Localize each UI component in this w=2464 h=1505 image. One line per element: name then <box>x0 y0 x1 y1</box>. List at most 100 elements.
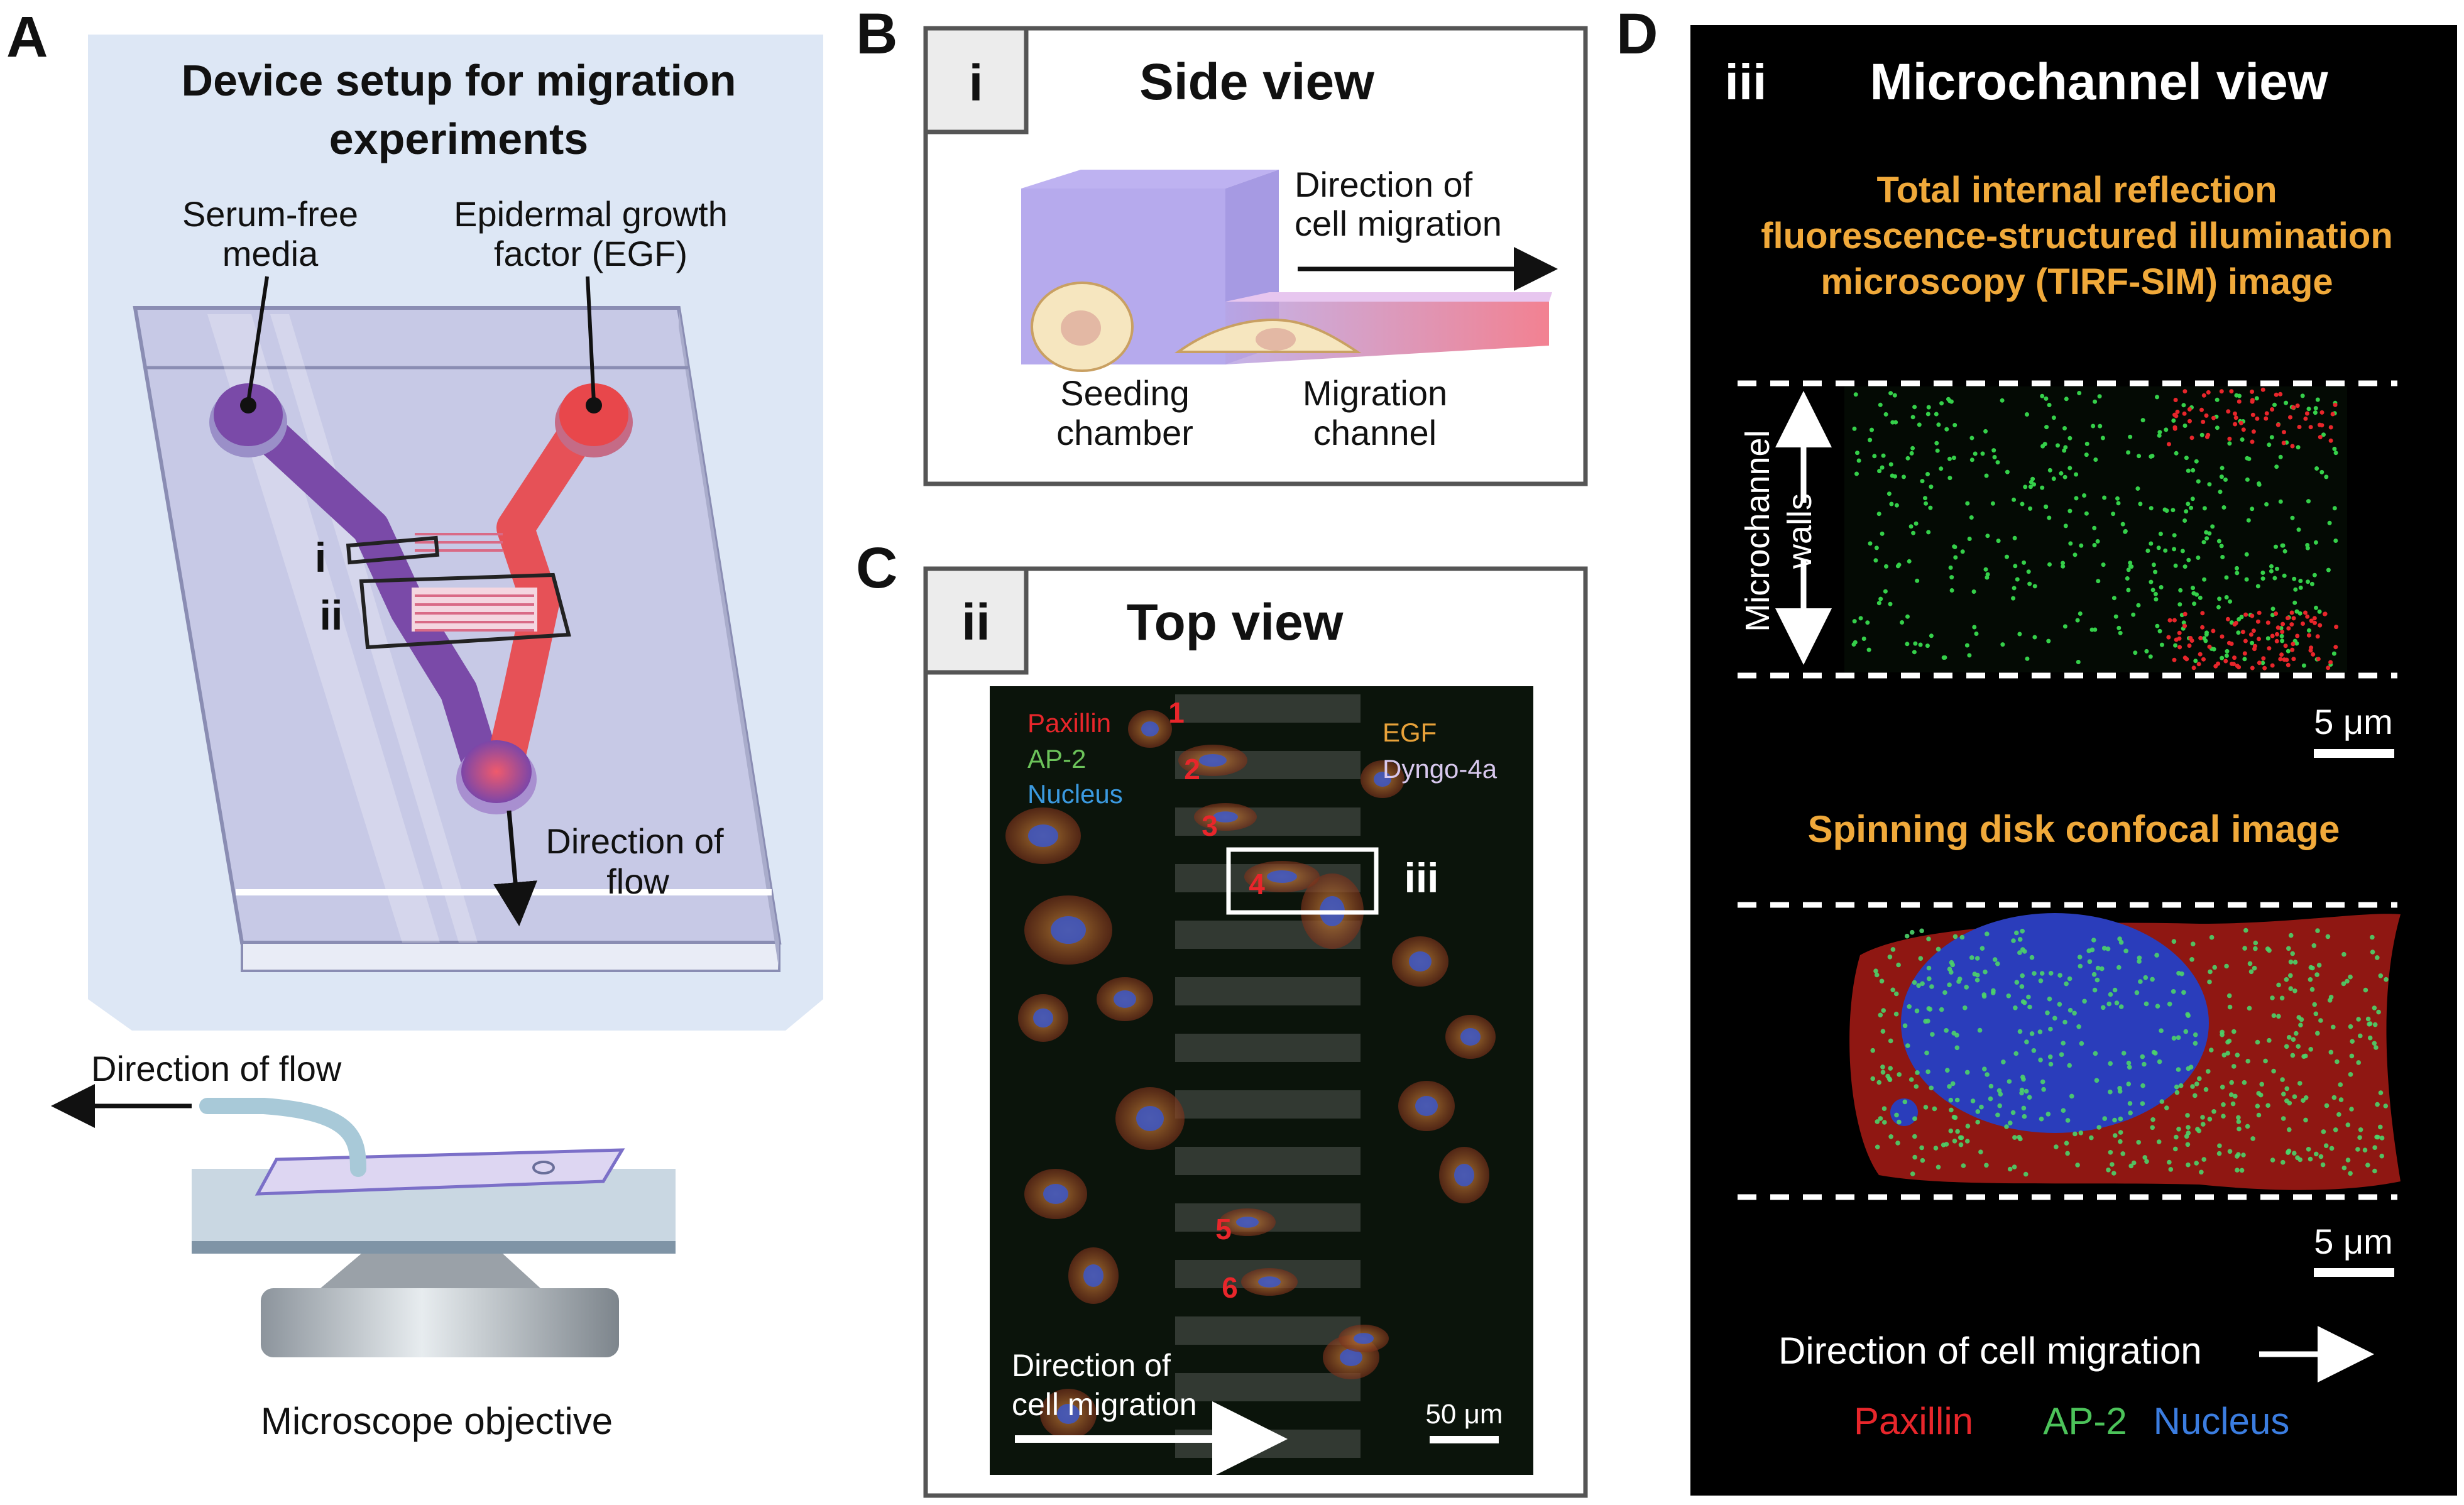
confocal-ap2-punctum <box>2276 1014 2281 1019</box>
tirf-paxillin-punctum <box>2201 657 2206 662</box>
tirf-paxillin-punctum <box>2177 645 2182 650</box>
egf-label-line2: factor (EGF) <box>494 234 687 273</box>
tirf-ap2-punctum <box>2204 536 2209 541</box>
cell-nucleus-blob <box>1340 1349 1362 1366</box>
tirf-paxillin-punctum <box>2275 632 2279 637</box>
chip-side-edge <box>679 308 779 971</box>
confocal-ap2-punctum <box>2284 977 2289 982</box>
confocal-ap2-punctum <box>1958 1135 1963 1141</box>
tirf-paxillin-punctum <box>2275 422 2281 427</box>
confocal-ap2-punctum <box>2114 1000 2120 1005</box>
confocal-ap2-punctum <box>2325 934 2331 939</box>
confocal-ap2-punctum <box>2077 955 2083 960</box>
confocal-ap2-punctum <box>2045 1010 2050 1015</box>
confocal-ap2-punctum <box>2241 1152 2246 1157</box>
confocal-ap2-punctum <box>2128 1163 2133 1169</box>
tirf-ap2-punctum <box>2153 569 2158 574</box>
confocal-ap2-punctum <box>2320 1162 2326 1168</box>
tirf-paxillin-punctum <box>2283 643 2288 649</box>
tirf-ap2-punctum <box>1855 451 1859 456</box>
tirf-ap2-punctum <box>2154 597 2159 602</box>
confocal-ap2-punctum <box>2341 981 2346 987</box>
cell-nucleus-blob <box>1354 1333 1374 1344</box>
tirf-ap2-punctum <box>1888 391 1893 396</box>
tirf-ap2-punctum <box>2324 474 2329 479</box>
tirf-paxillin-punctum <box>2167 618 2172 623</box>
confocal-ap2-punctum <box>1914 1084 1919 1089</box>
tirf-ap2-punctum <box>2219 544 2224 549</box>
tirf-ap2-punctum <box>2084 511 2089 516</box>
tirf-ap2-punctum <box>2126 567 2131 572</box>
confocal-ap2-punctum <box>2017 1029 2023 1034</box>
tirf-ap2-punctum <box>2159 642 2164 647</box>
confocal-ap2-punctum <box>1995 961 2000 966</box>
confocal-ap2-punctum <box>2288 973 2293 978</box>
tirf-ap2-punctum <box>2220 655 2225 660</box>
confocal-ap2-punctum <box>1964 1070 1970 1075</box>
confocal-ap2-punctum <box>2021 1076 2026 1082</box>
objective-body <box>261 1288 619 1357</box>
confocal-ap2-punctum <box>2065 1151 2070 1156</box>
seeding-label-line1: Seeding <box>1060 373 1190 413</box>
confocal-ap2-punctum <box>2355 1147 2360 1152</box>
tirf-ap2-punctum <box>1936 422 1941 427</box>
tirf-ap2-punctum <box>1853 640 1858 645</box>
confocal-image <box>1849 913 2401 1190</box>
tirf-ap2-punctum <box>2102 495 2107 500</box>
tirf-ap2-punctum <box>2194 459 2199 464</box>
tirf-ap2-punctum <box>2296 445 2301 450</box>
tirf-paxillin-punctum <box>2173 398 2178 402</box>
confocal-ap2-punctum <box>2245 1124 2250 1129</box>
tirf-ap2-punctum <box>2216 539 2221 544</box>
tirf-paxillin-punctum <box>2166 635 2171 640</box>
tirf-ap2-punctum <box>1939 401 1944 406</box>
tirf-paxillin-punctum <box>2306 633 2311 638</box>
confocal-ap2-punctum <box>1916 983 1921 988</box>
tirf-paxillin-punctum <box>2274 638 2279 643</box>
tirf-ap2-punctum <box>2149 579 2154 584</box>
tirf-ap2-punctum <box>2163 548 2168 553</box>
tirf-paxillin-punctum <box>2278 657 2283 662</box>
migration-label-line2: channel <box>1313 413 1437 452</box>
confocal-ap2-punctum <box>2027 1004 2032 1010</box>
confocal-ap2-punctum <box>1881 1106 1887 1111</box>
confocal-ap2-punctum <box>2199 1169 2204 1175</box>
tirf-title-line2: fluorescence-structured illumination <box>1761 216 2393 256</box>
confocal-ap2-punctum <box>2134 990 2140 995</box>
side-view-title: Side view <box>1139 53 1374 111</box>
confocal-ap2-punctum <box>1920 981 1925 987</box>
cell-blobs <box>1005 710 1496 1439</box>
tirf-ap2-punctum <box>1946 397 1951 402</box>
tirf-ap2-punctum <box>2174 451 2179 456</box>
confocal-ap2-punctum <box>2221 1053 2227 1058</box>
tirf-ap2-punctum <box>2040 485 2045 490</box>
tirf-ap2-punctum <box>2182 518 2187 523</box>
tirf-ap2-punctum <box>2196 479 2201 484</box>
confocal-ap2-punctum <box>1936 946 1941 952</box>
tirf-ap2-punctum <box>2091 424 2096 429</box>
confocal-ap2-punctum <box>1915 1070 1920 1075</box>
confocal-ap2-punctum <box>2057 973 2062 978</box>
confocal-ap2-punctum <box>2197 1076 2202 1081</box>
tirf-ap2-punctum <box>2331 651 2336 656</box>
confocal-ap2-punctum <box>2226 993 2232 999</box>
tirf-ap2-punctum <box>2327 520 2332 525</box>
confocal-ap2-punctum <box>2288 986 2293 991</box>
confocal-ap2-punctum <box>2301 1054 2306 1059</box>
tirf-ap2-punctum <box>1925 643 1930 649</box>
tirf-ap2-punctum <box>1969 515 1974 520</box>
tirf-ap2-punctum <box>2000 398 2005 403</box>
tirf-paxillin-punctum <box>2253 643 2257 649</box>
confocal-ap2-punctum <box>1874 972 1880 978</box>
region-ii-box <box>359 572 571 650</box>
confocal-ap2-punctum <box>2291 1037 2296 1042</box>
confocal-ap2-punctum <box>2341 1165 2347 1171</box>
tirf-ap2-punctum <box>2067 508 2072 513</box>
confocal-ap2-punctum <box>1904 933 1910 939</box>
confocal-ap2-punctum <box>2314 1151 2319 1157</box>
tirf-paxillin-punctum <box>2248 632 2253 637</box>
confocal-ap2-punctum <box>2017 950 2022 955</box>
channel-band <box>1175 1034 1361 1062</box>
tirf-paxillin-punctum <box>2227 436 2232 441</box>
